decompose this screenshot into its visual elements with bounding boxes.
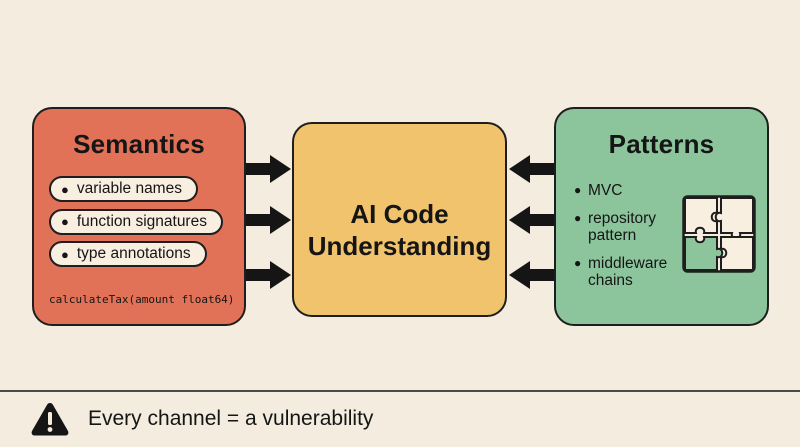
arrow-icon: [509, 155, 554, 183]
warning-icon: [31, 403, 69, 436]
arrow-icon: [246, 206, 291, 234]
arrow-icon: [509, 261, 554, 289]
bullet-icon: ●: [574, 183, 582, 197]
semantics-pill-function-signatures: ● function signatures: [49, 208, 223, 235]
patterns-item-label: repository pattern: [588, 210, 657, 244]
semantics-pill-variable-names: ● variable names: [49, 176, 198, 202]
pill-label: type annotations: [76, 245, 191, 262]
semantics-title: Semantics: [73, 129, 205, 159]
diagram: Semantics ● variable names ● function si…: [32, 107, 769, 326]
center-title: AI Code Understanding: [294, 198, 505, 262]
puzzle-icon: [682, 195, 756, 273]
patterns-item-mvc: ● MVC: [574, 182, 684, 199]
arrow-icon: [509, 206, 554, 234]
center-title-line2: Understanding: [307, 231, 492, 261]
semantics-box: Semantics ● variable names ● function si…: [32, 107, 246, 326]
patterns-item-label: MVC: [588, 182, 623, 199]
code-snippet: calculateTax(amount float64): [49, 293, 235, 306]
center-box: AI Code Understanding: [292, 122, 507, 317]
patterns-item-repository: ● repository pattern: [574, 210, 684, 244]
semantics-pill-type-annotations: ● type annotations: [49, 241, 207, 267]
bullet-icon: ●: [61, 246, 69, 262]
arrow-icon: [246, 261, 291, 289]
bullet-icon: ●: [574, 211, 582, 225]
patterns-box: Patterns ● MVC ● repository pattern ● mi…: [554, 107, 769, 326]
patterns-item-label: middleware chains: [588, 255, 668, 289]
patterns-list: ● MVC ● repository pattern ● middleware …: [574, 182, 684, 300]
bullet-icon: ●: [61, 214, 69, 229]
patterns-title: Patterns: [608, 129, 715, 159]
center-title-line1: AI Code: [350, 199, 449, 229]
pill-label: variable names: [76, 180, 182, 197]
bullet-icon: ●: [574, 256, 582, 270]
pill-label: function signatures: [76, 212, 207, 230]
arrow-icon: [246, 155, 291, 183]
footer-banner: Every channel = a vulnerability: [0, 390, 800, 447]
patterns-item-middleware: ● middleware chains: [574, 255, 684, 289]
semantics-list: ● variable names ● function signatures ●…: [49, 176, 223, 274]
footer-text: Every channel = a vulnerability: [88, 407, 374, 430]
bullet-icon: ●: [61, 181, 69, 197]
